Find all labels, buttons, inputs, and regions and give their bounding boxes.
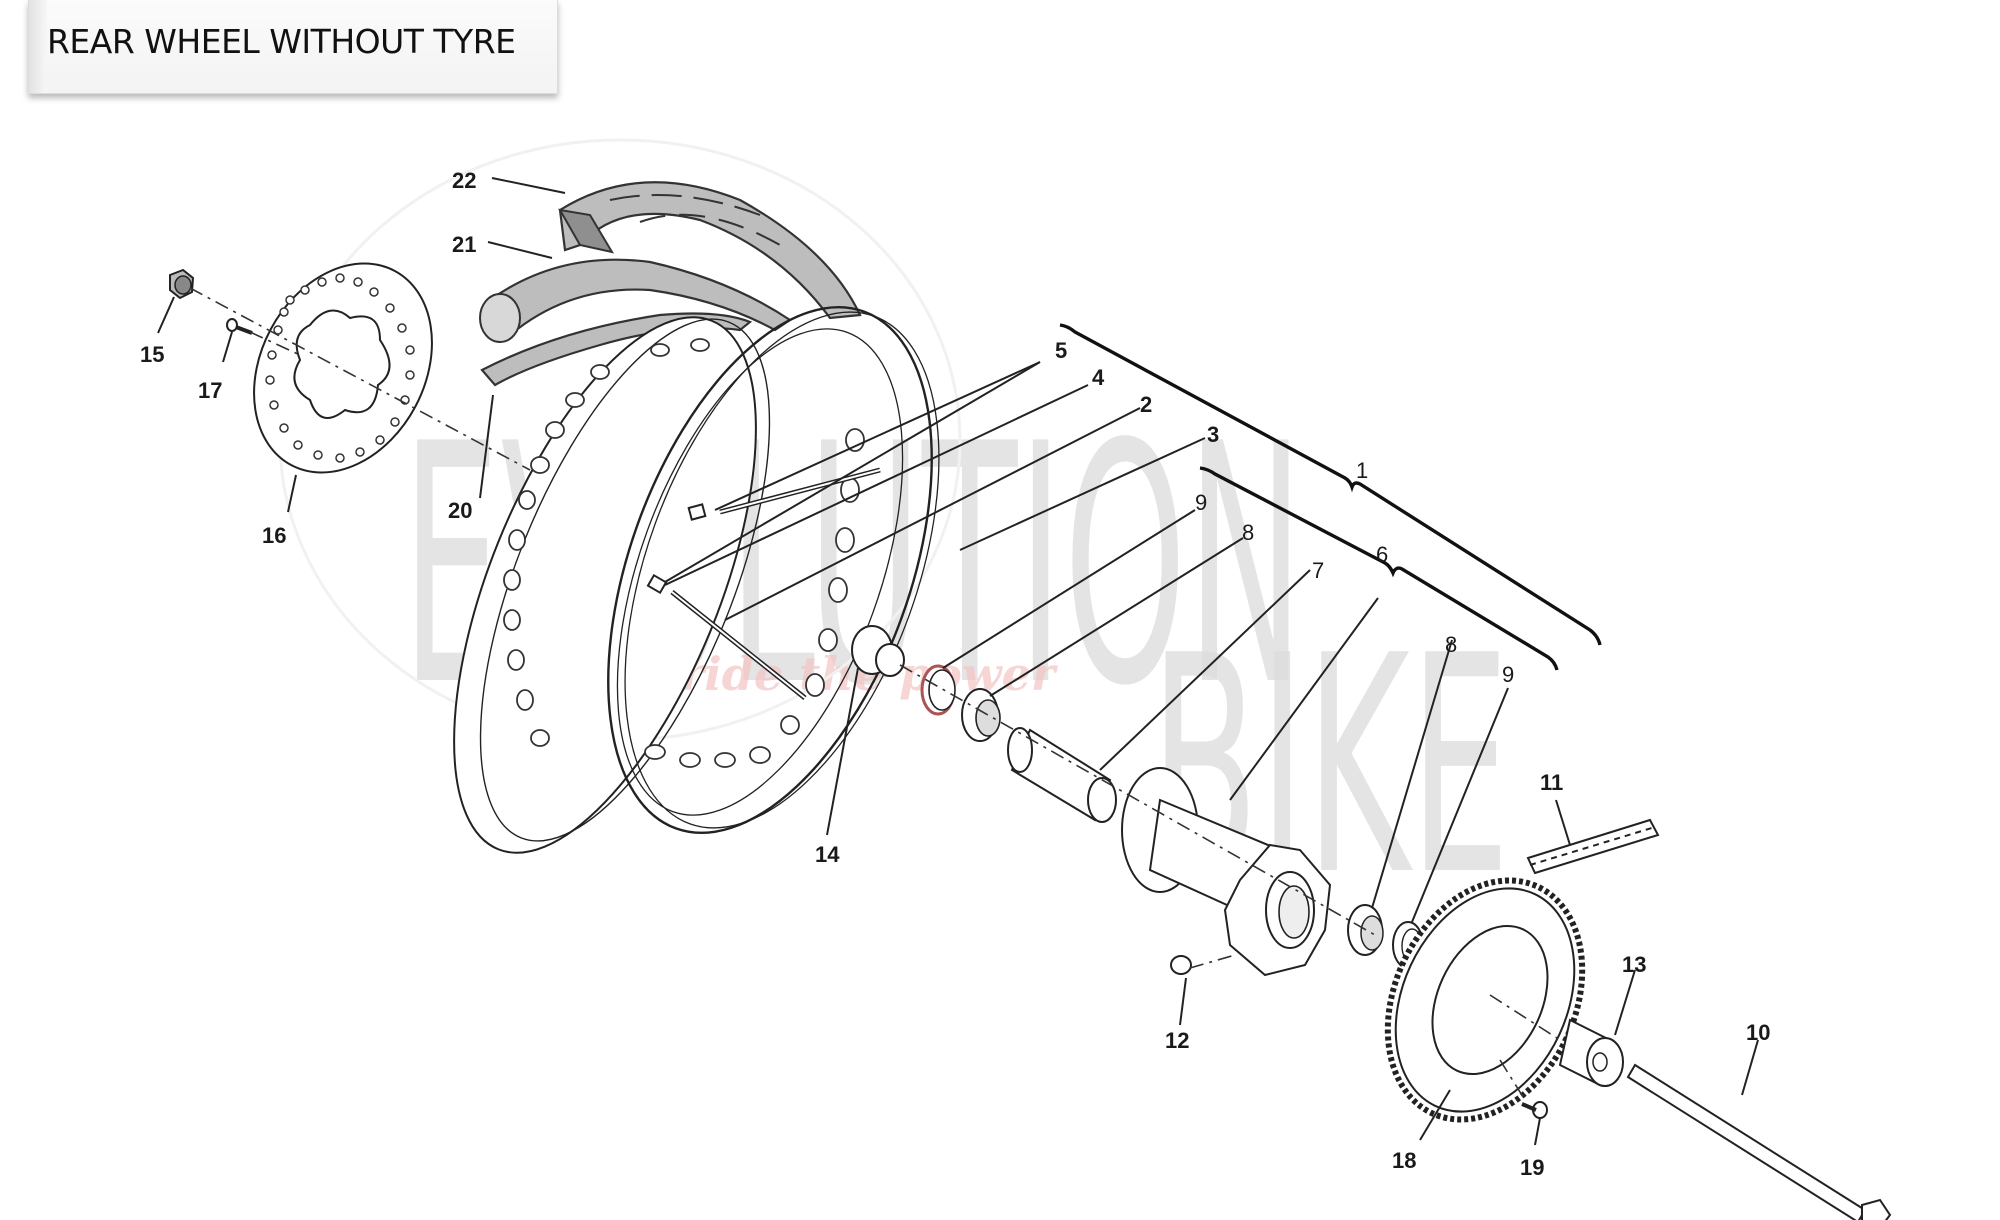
part-11-chain[interactable] — [1526, 818, 1660, 875]
part-16-brake-disc[interactable] — [219, 232, 467, 503]
callout-1[interactable]: 1 — [1356, 458, 1368, 483]
part-7-spacer-tube[interactable] — [1007, 727, 1117, 823]
part-8-bearing-left[interactable] — [961, 688, 1001, 742]
callout-4[interactable]: 4 — [1092, 365, 1105, 390]
callout-3[interactable]: 3 — [1207, 422, 1219, 447]
callout-18[interactable]: 18 — [1392, 1148, 1416, 1173]
callout-13[interactable]: 13 — [1622, 952, 1646, 977]
part-14-hub-bush[interactable] — [851, 625, 905, 677]
callout-15[interactable]: 15 — [140, 342, 164, 367]
part-18-sprocket[interactable] — [1351, 849, 1620, 1152]
bracket-6-hub-assembly — [1199, 466, 1559, 671]
part-19-screw[interactable] — [1521, 1101, 1548, 1119]
part-17-screw[interactable] — [226, 318, 253, 335]
callout-9-left[interactable]: 9 — [1195, 490, 1207, 515]
callout-17[interactable]: 17 — [198, 378, 222, 403]
callout-11[interactable]: 11 — [1540, 770, 1563, 795]
part-6-hub[interactable] — [1121, 767, 1332, 977]
callout-labels: 22 21 15 17 16 20 5 4 2 3 1 9 8 7 6 8 9 … — [140, 168, 1770, 1180]
axis-lines — [189, 287, 1561, 1101]
callout-5[interactable]: 5 — [1055, 338, 1067, 363]
part-15-nut[interactable] — [169, 268, 195, 300]
callout-8-right[interactable]: 8 — [1445, 632, 1457, 657]
callout-8-left[interactable]: 8 — [1242, 520, 1254, 545]
page-title: REAR WHEEL WITHOUT TYRE — [47, 22, 516, 61]
watermark: EVOLUTION BIKE ride the power — [278, 138, 1510, 941]
callout-7[interactable]: 7 — [1312, 558, 1324, 583]
callout-20[interactable]: 20 — [448, 498, 472, 523]
callout-9-right[interactable]: 9 — [1502, 662, 1514, 687]
part-3-rim[interactable] — [392, 264, 1002, 893]
part-10-wheel-axle[interactable] — [1626, 1063, 1892, 1220]
part-12-nut[interactable] — [1170, 955, 1192, 975]
part-2-spoke[interactable] — [646, 573, 807, 700]
leader-lines — [157, 177, 1759, 1146]
callout-21[interactable]: 21 — [452, 232, 476, 257]
callout-16[interactable]: 16 — [262, 523, 286, 548]
callout-10[interactable]: 10 — [1746, 1020, 1770, 1045]
callout-12[interactable]: 12 — [1165, 1028, 1189, 1053]
callout-14[interactable]: 14 — [815, 842, 840, 867]
callout-6[interactable]: 6 — [1376, 542, 1388, 567]
callout-19[interactable]: 19 — [1520, 1155, 1544, 1180]
part-9-oil-seal-left[interactable] — [920, 664, 956, 716]
bracket-1-wheel-assembly — [1059, 323, 1602, 646]
callout-22[interactable]: 22 — [452, 168, 476, 193]
part-22-tyre[interactable] — [558, 181, 862, 320]
page-title-box: REAR WHEEL WITHOUT TYRE — [28, 0, 558, 94]
part-4-spoke[interactable] — [687, 467, 881, 521]
callout-2[interactable]: 2 — [1140, 392, 1152, 417]
part-13-spacer[interactable] — [1558, 1018, 1624, 1087]
